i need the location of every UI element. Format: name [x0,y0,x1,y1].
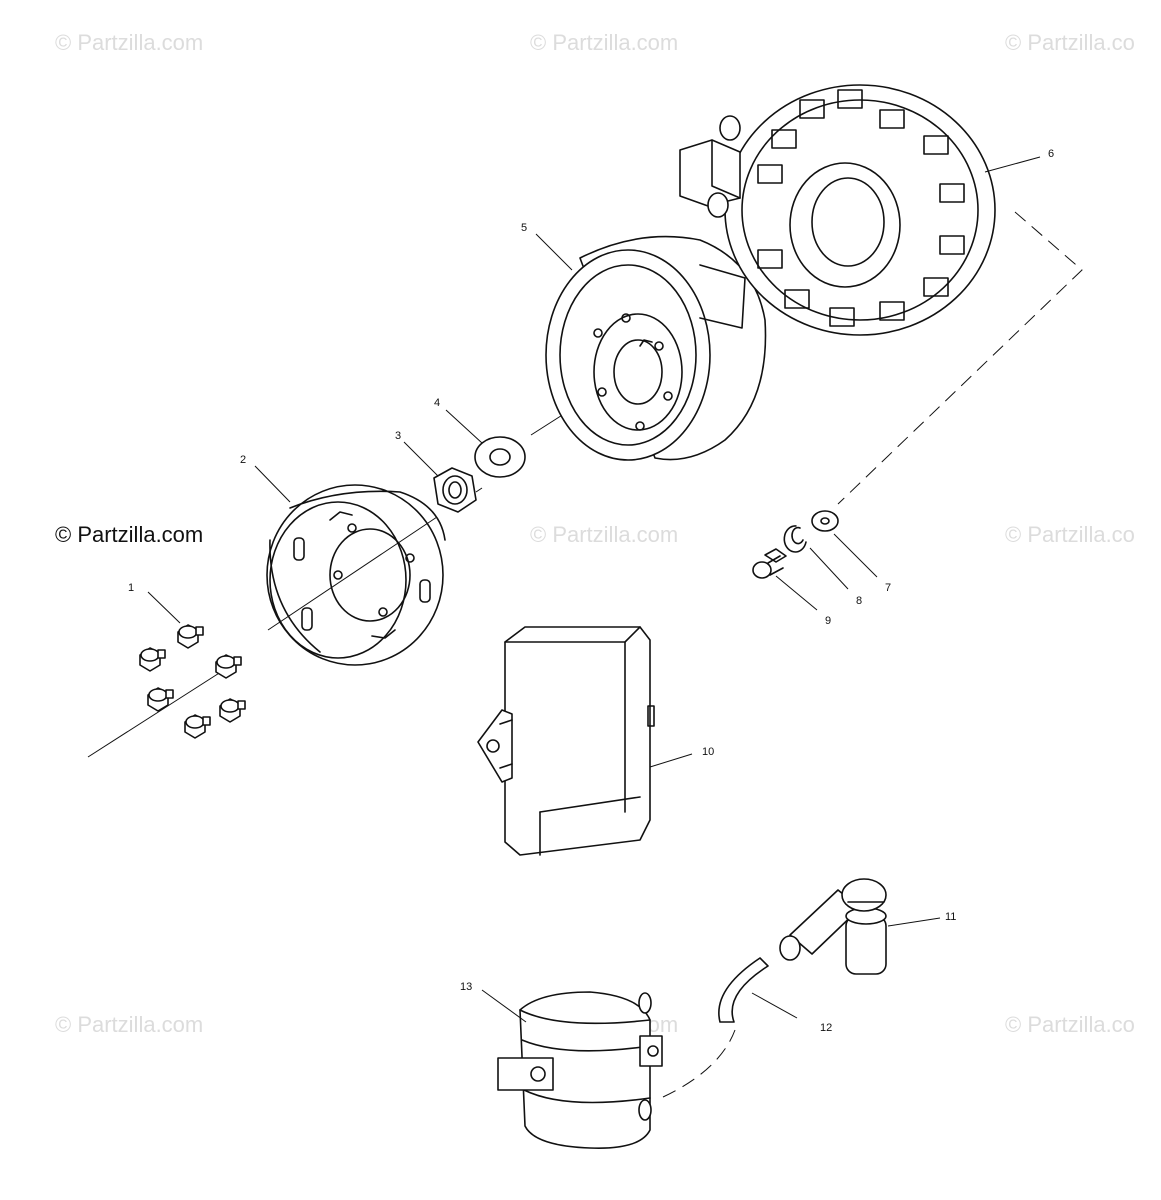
leader-lines [147,156,1041,1023]
callout-5: 5 [521,222,527,234]
callout-12: 12 [820,1022,832,1034]
leader-line-4 [445,409,483,444]
callout-6: 6 [1048,148,1054,160]
bolt [177,624,204,649]
leader-line-3 [403,441,439,477]
part-11-spark-plug-cap [779,878,887,975]
leader-line-10 [649,753,693,768]
leader-line-2 [254,465,291,503]
callout-labels: 1 2 3 4 5 6 7 8 9 10 11 12 13 [128,148,1054,1034]
watermark-strong: © Partzilla.com [55,522,203,547]
leader-line-1 [147,591,181,624]
axis-line [87,660,239,758]
callout-1: 1 [128,582,134,594]
part-3-nut [433,467,477,513]
watermark-layer: © Partzilla.com © Partzilla.com © Partzi… [55,30,1135,1037]
watermark: © Partzilla.co [1005,1012,1135,1037]
watermark: © Partzilla.com [530,522,678,547]
part-13-ignition-coil [497,991,663,1149]
callout-3: 3 [395,430,401,442]
part-5-flywheel [545,235,767,461]
leader-line-11 [887,917,941,927]
part-8-lock-washer [783,525,807,553]
callout-4: 4 [434,397,440,409]
bolt [139,647,166,672]
callout-7: 7 [885,582,891,594]
part-6-stator [679,84,996,336]
dashed-wire [662,1029,736,1098]
callout-9: 9 [825,615,831,627]
leader-line-13 [481,989,527,1023]
leader-line-7 [833,533,878,578]
watermark: © Partzilla.com [55,30,203,55]
part-12-ignition-wire [718,957,769,1023]
part-2-starter-cup [266,484,446,666]
part-1-bolts [139,624,246,739]
leader-line-5 [535,233,573,271]
part-7-washer [811,510,839,532]
leader-line-6 [984,156,1041,173]
watermark: © Partzilla.co [1005,30,1135,55]
part-10-cdi-box [477,626,655,856]
bolt [215,654,242,679]
part-4-washer [474,436,526,478]
dashed-axis [837,211,1083,505]
watermark: © Partzilla.com [55,1012,203,1037]
callout-8: 8 [856,595,862,607]
axis-line [475,487,483,493]
leader-line-12 [751,992,798,1019]
bolt [184,714,211,739]
bolt [147,687,174,712]
part-9-screw [752,548,787,579]
leader-line-9 [775,575,818,611]
callout-11: 11 [945,911,956,923]
callout-13: 13 [460,981,472,993]
assembly-axis-lines [87,211,1083,1098]
watermark: © Partzilla.com [530,30,678,55]
leader-line-8 [809,547,849,590]
callout-2: 2 [240,454,246,466]
bolt [219,698,246,723]
axis-line [267,516,438,631]
callout-10: 10 [702,746,714,758]
watermark: © Partzilla.co [1005,522,1135,547]
